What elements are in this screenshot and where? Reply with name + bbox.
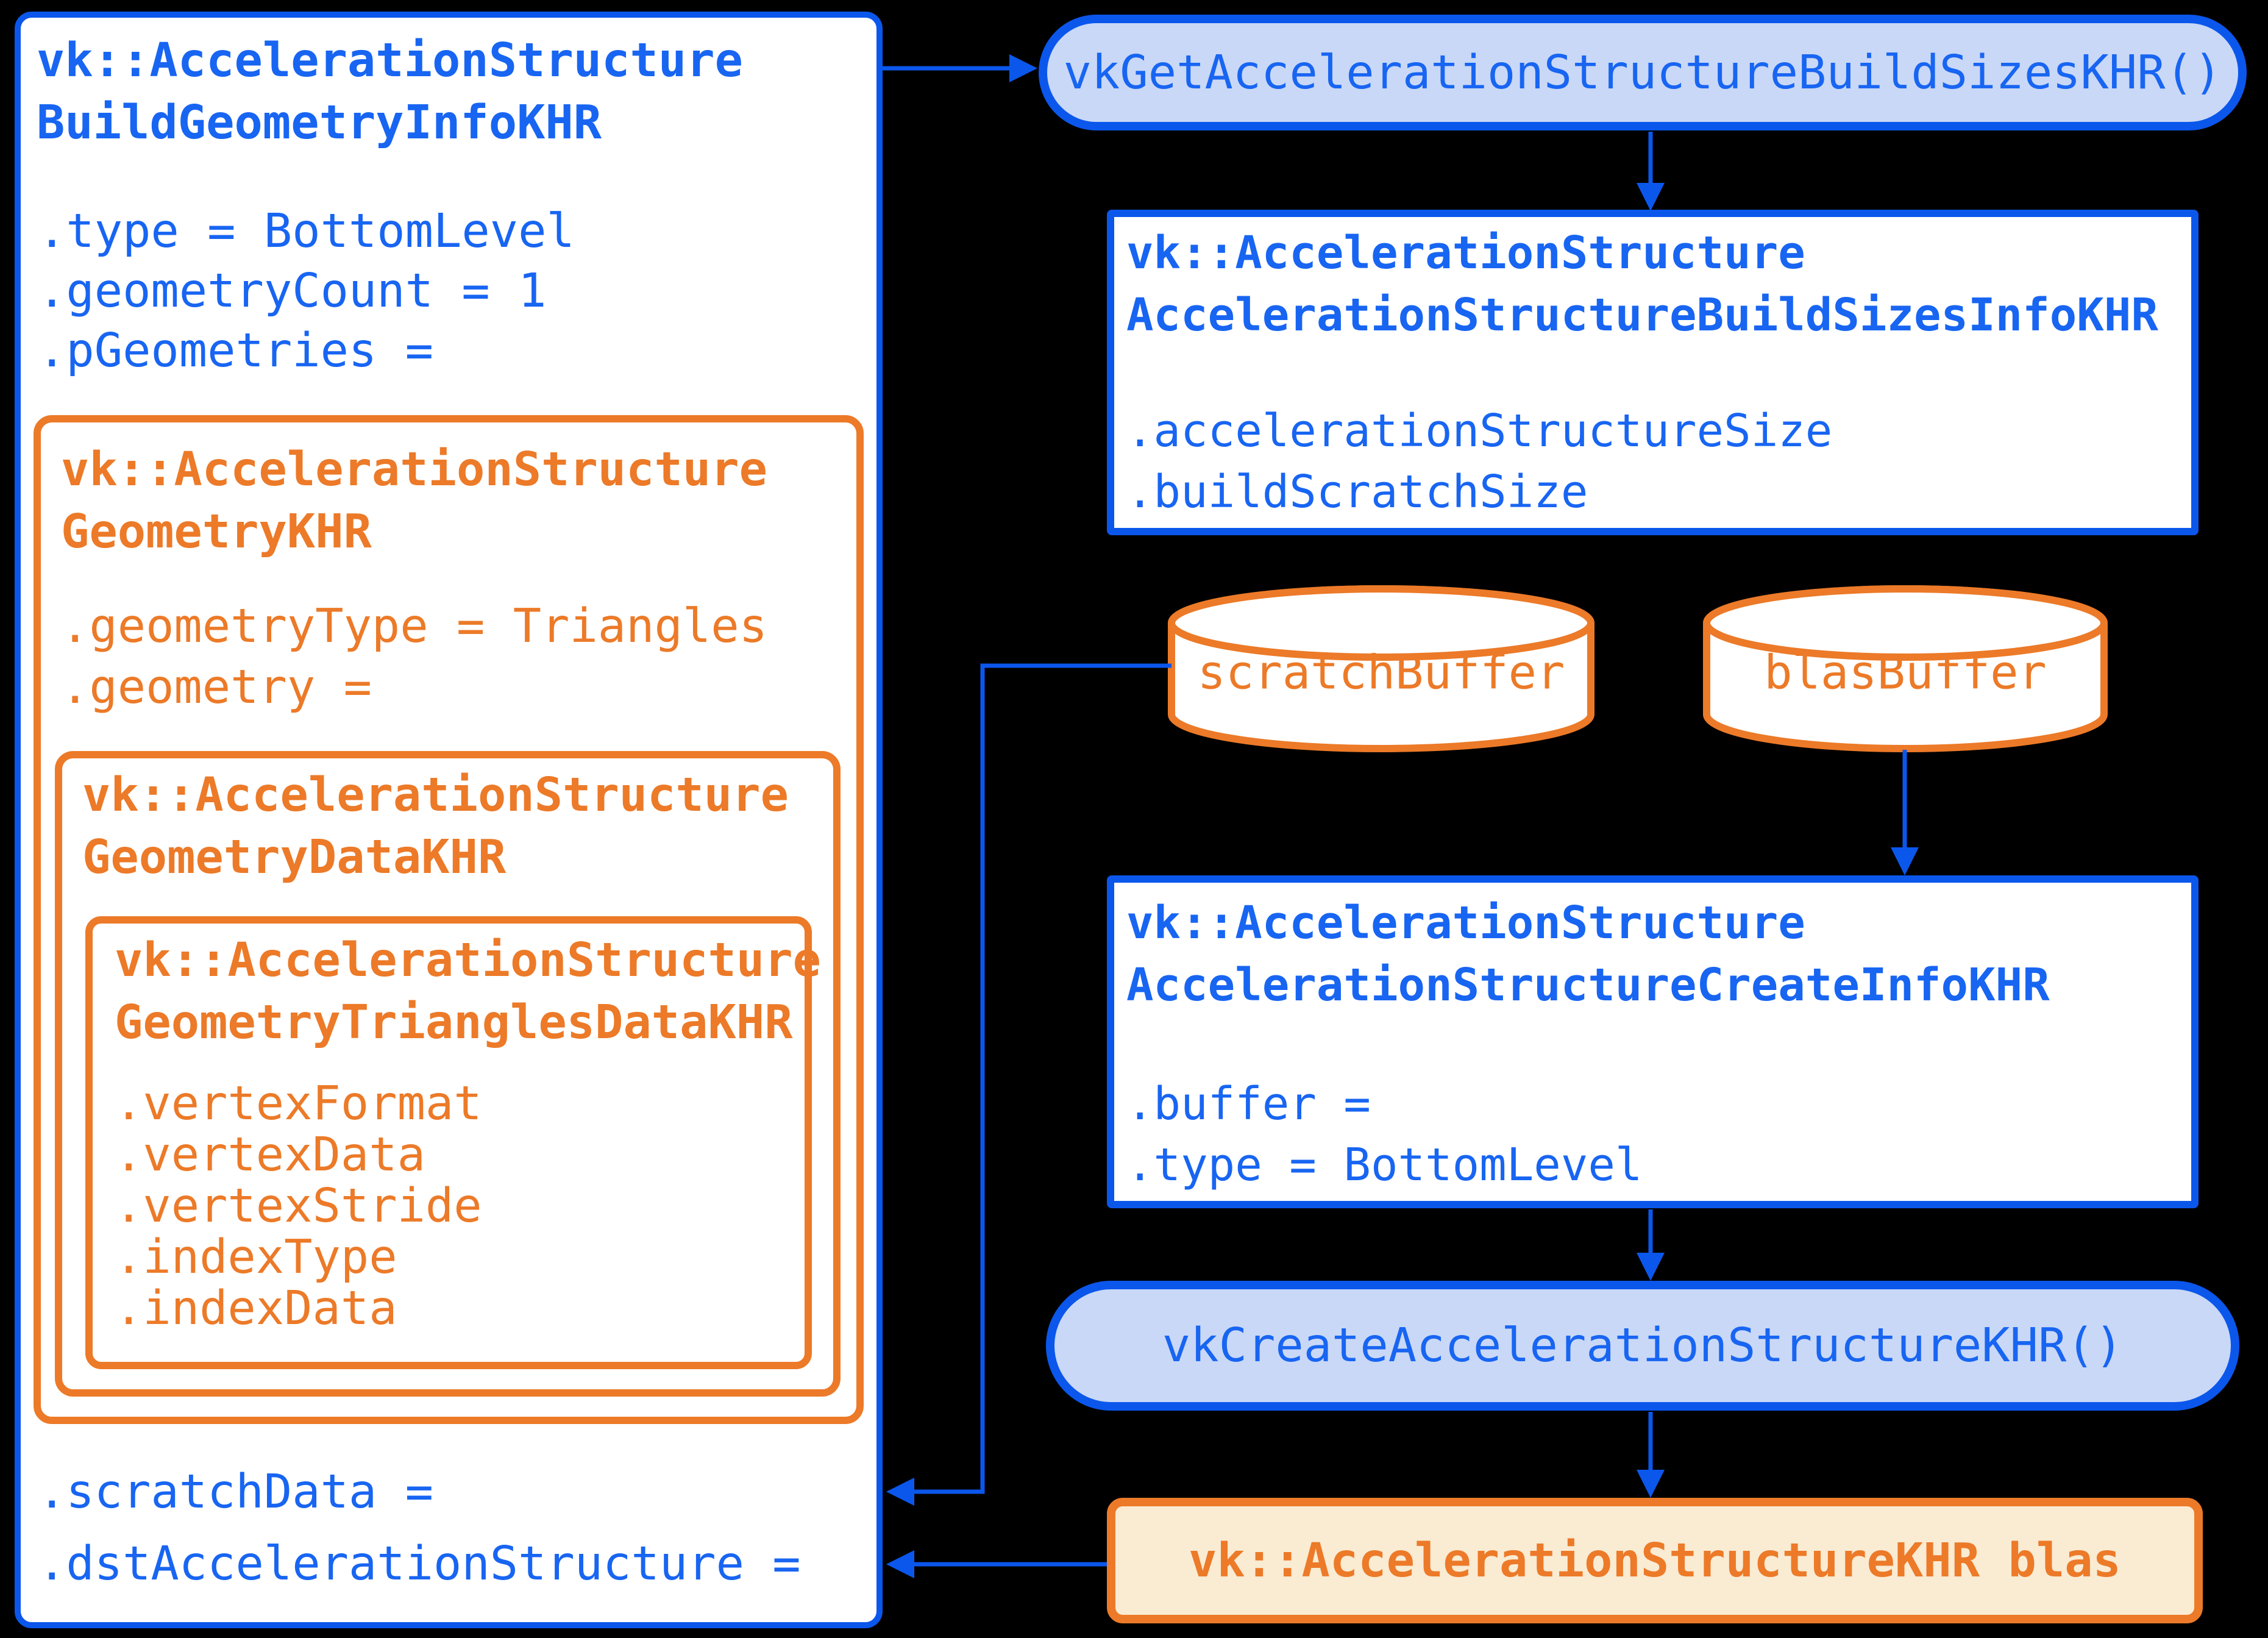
- title-line: AccelerationStructureBuildSizesInfoKHR: [1126, 289, 2158, 341]
- title-line: BuildGeometryInfoKHR: [37, 96, 602, 150]
- blas-buffer-label: blasBuffer: [1764, 646, 2047, 700]
- pill-label: vkCreateAccelerationStructureKHR(): [1162, 1319, 2124, 1373]
- field-line: .scratchData =: [38, 1465, 434, 1519]
- build-sizes-info-title: vk::AccelerationStructure AccelerationSt…: [1126, 222, 2158, 346]
- build-geometry-info-footer-fields: .scratchData = .dstAccelerationStructure…: [38, 1456, 801, 1600]
- title-line: GeometryTrianglesDataKHR: [115, 995, 793, 1050]
- build-geometry-info-fields: .type = BottomLevel .geometryCount = 1 .…: [38, 202, 575, 381]
- geometry-box: vk::AccelerationStructure GeometryKHR .g…: [34, 415, 864, 1424]
- field-line: .accelerationStructureSize: [1126, 405, 1833, 457]
- field-line: .indexData: [115, 1281, 397, 1336]
- arrow-blas-to-dst-acceleration-structure: [886, 1550, 1107, 1578]
- geometry-data-box-title: vk::AccelerationStructure GeometryDataKH…: [82, 764, 789, 889]
- title-line: vk::AccelerationStructure: [115, 933, 821, 988]
- field-line: .indexType: [115, 1230, 397, 1284]
- database-cylinder-icon: [1703, 585, 2108, 752]
- create-info-box: vk::AccelerationStructure AccelerationSt…: [1107, 875, 2199, 1208]
- field-line: .geometryType = Triangles: [61, 599, 767, 653]
- build-sizes-info-fields: .accelerationStructureSize .buildScratch…: [1126, 401, 1832, 522]
- field-line: .geometry =: [61, 660, 372, 714]
- field-line: .pGeometries =: [38, 324, 434, 378]
- field-line: .vertexFormat: [115, 1077, 482, 1131]
- build-geometry-info-title: vk::AccelerationStructure BuildGeometryI…: [37, 30, 743, 154]
- database-cylinder-icon: [1168, 585, 1594, 752]
- field-line: .type = BottomLevel: [1126, 1139, 1643, 1191]
- title-line: vk::AccelerationStructure: [37, 34, 743, 88]
- field-line: .type = BottomLevel: [38, 204, 575, 258]
- title-line: GeometryDataKHR: [82, 830, 507, 885]
- field-line: .vertexStride: [115, 1179, 482, 1233]
- create-info-fields: .buffer = .type = BottomLevel: [1126, 1074, 1642, 1195]
- title-line: vk::AccelerationStructure: [61, 443, 767, 497]
- pill-label: vkGetAccelerationStructureBuildSizesKHR(…: [1063, 45, 2222, 100]
- field-line: .vertexData: [115, 1128, 425, 1182]
- build-geometry-info-box: vk::AccelerationStructure BuildGeometryI…: [15, 12, 883, 1628]
- field-line: .geometryCount = 1: [38, 264, 547, 318]
- title-line: vk::AccelerationStructure: [82, 768, 789, 822]
- arrow-build-info-to-get-sizes: [883, 54, 1037, 82]
- title-line: AccelerationStructureCreateInfoKHR: [1126, 959, 2050, 1011]
- geometry-data-box: vk::AccelerationStructure GeometryDataKH…: [55, 751, 841, 1397]
- title-line: vk::AccelerationStructure: [1126, 227, 1805, 279]
- field-line: .buffer =: [1126, 1078, 1371, 1130]
- triangles-data-box-fields: .vertexFormat .vertexData .vertexStride …: [115, 1078, 482, 1334]
- scratch-buffer-label: scratchBuffer: [1197, 646, 1565, 700]
- build-sizes-info-box: vk::AccelerationStructure AccelerationSt…: [1107, 210, 2199, 535]
- arrow-create-pill-to-blas: [1637, 1412, 1665, 1498]
- get-build-sizes-pill: vkGetAccelerationStructureBuildSizesKHR(…: [1039, 15, 2247, 130]
- triangles-data-box-title: vk::AccelerationStructure GeometryTriang…: [115, 930, 821, 1054]
- create-acceleration-structure-pill: vkCreateAccelerationStructureKHR(): [1046, 1281, 2239, 1411]
- arrow-get-sizes-to-sizes-info: [1637, 132, 1665, 211]
- blas-node: vk::AccelerationStructureKHR blas: [1107, 1498, 2203, 1623]
- geometry-box-title: vk::AccelerationStructure GeometryKHR: [61, 439, 767, 563]
- create-info-title: vk::AccelerationStructure AccelerationSt…: [1126, 892, 2050, 1016]
- geometry-box-fields: .geometryType = Triangles .geometry =: [61, 596, 767, 718]
- field-line: .buildScratchSize: [1126, 466, 1588, 518]
- title-line: vk::AccelerationStructure: [1126, 897, 1805, 949]
- title-line: GeometryKHR: [61, 505, 372, 559]
- triangles-data-box: vk::AccelerationStructure GeometryTriang…: [85, 916, 821, 1369]
- arrow-blas-buffer-to-create-info: [1891, 750, 1919, 875]
- field-line: .dstAccelerationStructure =: [38, 1537, 801, 1591]
- arrow-create-info-to-create-pill: [1637, 1209, 1665, 1281]
- blas-label: vk::AccelerationStructureKHR blas: [1189, 1533, 2121, 1588]
